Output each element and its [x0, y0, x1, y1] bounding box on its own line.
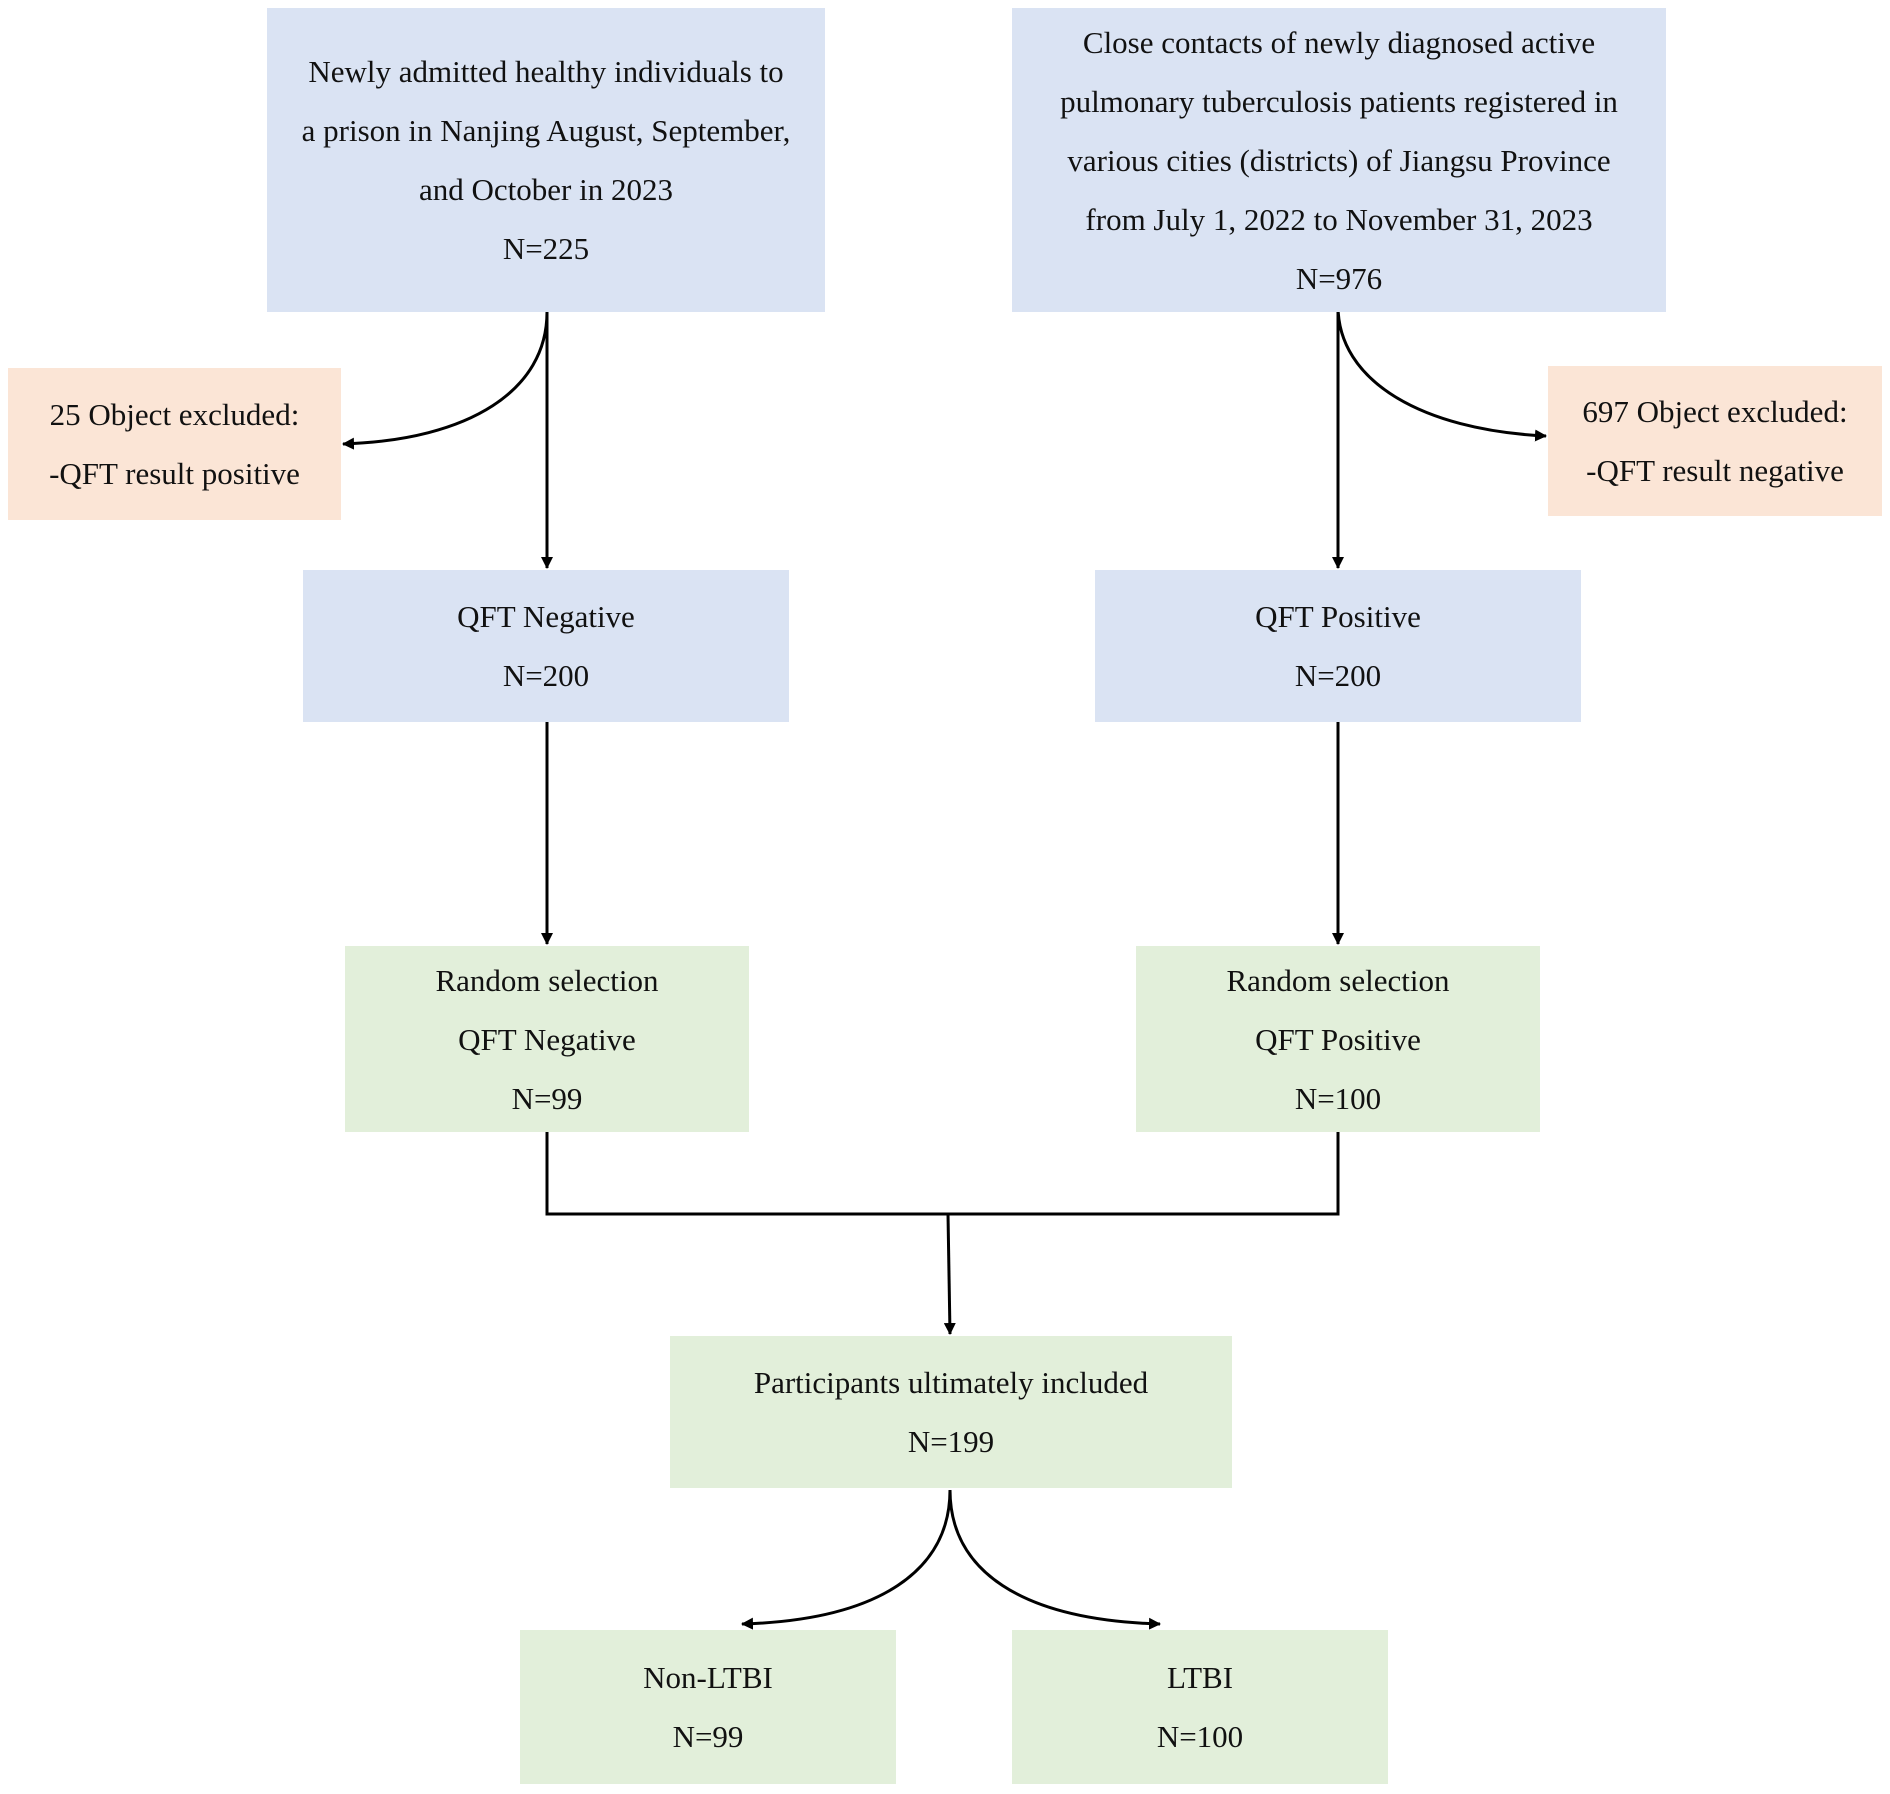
participants-included-label: Participants ultimately included	[753, 1365, 1149, 1400]
excluded-positive-reason: -QFT result positive	[49, 456, 300, 491]
prison-cohort-box: Newly admitted healthy individuals to a …	[267, 8, 825, 312]
excluded-negative-box: 697 Object excluded: -QFT result negativ…	[1548, 366, 1882, 516]
random-selection-negative-label: QFT Negative	[458, 1021, 636, 1057]
random-selection-positive-title: Random selection	[1226, 962, 1450, 998]
random-selection-positive-box: Random selection QFT Positive N=100	[1136, 946, 1540, 1132]
random-selection-positive-label: QFT Positive	[1255, 1021, 1421, 1057]
arrow-merge-to-included	[943, 1213, 956, 1335]
non-ltbi-box: Non-LTBI N=99	[520, 1630, 896, 1784]
random-selection-negative-title: Random selection	[435, 962, 659, 998]
participants-included-box: Participants ultimately included N=199	[670, 1336, 1232, 1488]
prison-cohort-line-1: Newly admitted healthy individuals to	[308, 54, 784, 89]
qft-negative-box: QFT Negative N=200	[303, 570, 789, 722]
random-selection-positive-count: N=100	[1294, 1080, 1382, 1116]
excluded-positive-box: 25 Object excluded: -QFT result positive	[8, 368, 341, 520]
close-contacts-box: Close contacts of newly diagnosed active…	[1012, 8, 1666, 312]
ltbi-label: LTBI	[1166, 1660, 1234, 1695]
close-contacts-line-2: pulmonary tuberculosis patients register…	[1060, 83, 1618, 119]
close-contacts-line-1: Close contacts of newly diagnosed active	[1082, 24, 1596, 60]
prison-cohort-count: N=225	[502, 231, 590, 266]
close-contacts-line-4: from July 1, 2022 to November 31, 2023	[1085, 201, 1593, 237]
non-ltbi-label: Non-LTBI	[643, 1660, 773, 1695]
prison-cohort-line-3: and October in 2023	[419, 172, 673, 207]
merge-line-random-groups	[545, 1132, 1340, 1216]
prison-cohort-line-2: a prison in Nanjing August, September,	[301, 113, 791, 148]
ltbi-count: N=100	[1156, 1719, 1244, 1754]
qft-positive-count: N=200	[1294, 658, 1382, 693]
random-selection-negative-count: N=99	[511, 1080, 583, 1116]
excluded-negative-reason: -QFT result negative	[1586, 453, 1844, 488]
arrow-included-to-ltbi	[948, 1489, 1161, 1630]
excluded-positive-title: 25 Object excluded:	[49, 397, 300, 432]
close-contacts-count: N=976	[1295, 260, 1383, 296]
arrow-contacts-to-excluded-right	[1336, 305, 1547, 442]
close-contacts-line-3: various cities (districts) of Jiangsu Pr…	[1067, 142, 1611, 178]
ltbi-box: LTBI N=100	[1012, 1630, 1388, 1784]
random-selection-negative-box: Random selection QFT Negative N=99	[345, 946, 749, 1132]
qft-positive-box: QFT Positive N=200	[1095, 570, 1581, 722]
arrow-prison-to-excluded-left	[342, 311, 549, 450]
participants-included-count: N=199	[907, 1424, 995, 1459]
non-ltbi-count: N=99	[672, 1719, 744, 1754]
excluded-negative-title: 697 Object excluded:	[1582, 394, 1848, 429]
qft-negative-label: QFT Negative	[457, 599, 635, 634]
qft-positive-label: QFT Positive	[1255, 599, 1421, 634]
qft-negative-count: N=200	[502, 658, 590, 693]
arrow-included-to-non-ltbi	[741, 1489, 952, 1630]
